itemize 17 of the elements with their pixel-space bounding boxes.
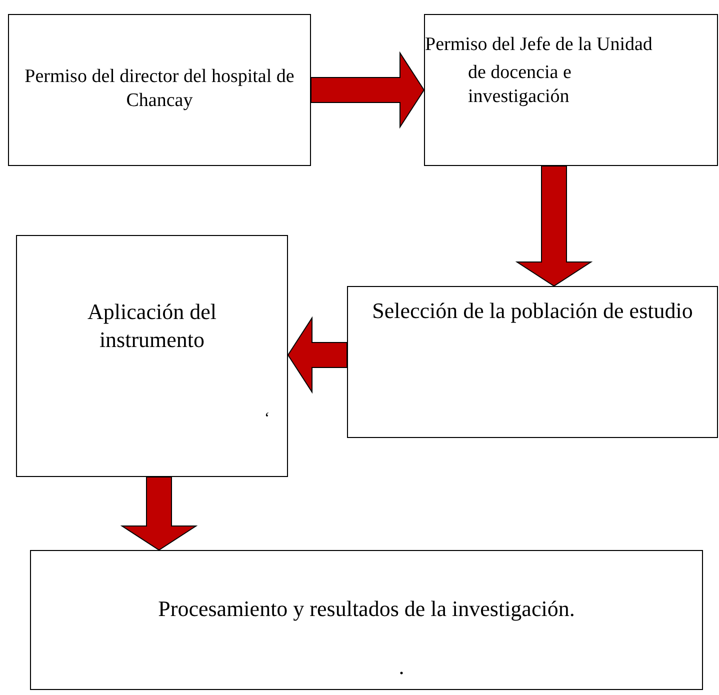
box-label: Selección de la población de estudio — [372, 297, 693, 324]
block-arrow — [287, 316, 348, 394]
process-box — [30, 550, 703, 690]
text-mark: ‘ — [264, 409, 270, 429]
process-box — [8, 14, 311, 166]
box-label: Permiso del Jefe de la Unidad — [425, 33, 652, 57]
box-label: Procesamiento y resultados de la investigación. — [158, 595, 575, 622]
block-arrow — [120, 476, 198, 551]
box-label: Permiso del director del hospital de Chancay — [24, 65, 296, 112]
process-box — [424, 14, 718, 166]
text-mark: de docencia e investigación — [468, 60, 572, 108]
process-box — [16, 235, 288, 477]
block-arrow — [310, 51, 425, 129]
block-arrow — [515, 166, 593, 287]
box-label: Aplicación del instrumento — [86, 298, 218, 353]
process-box — [347, 286, 718, 438]
text-mark: . — [398, 652, 404, 680]
